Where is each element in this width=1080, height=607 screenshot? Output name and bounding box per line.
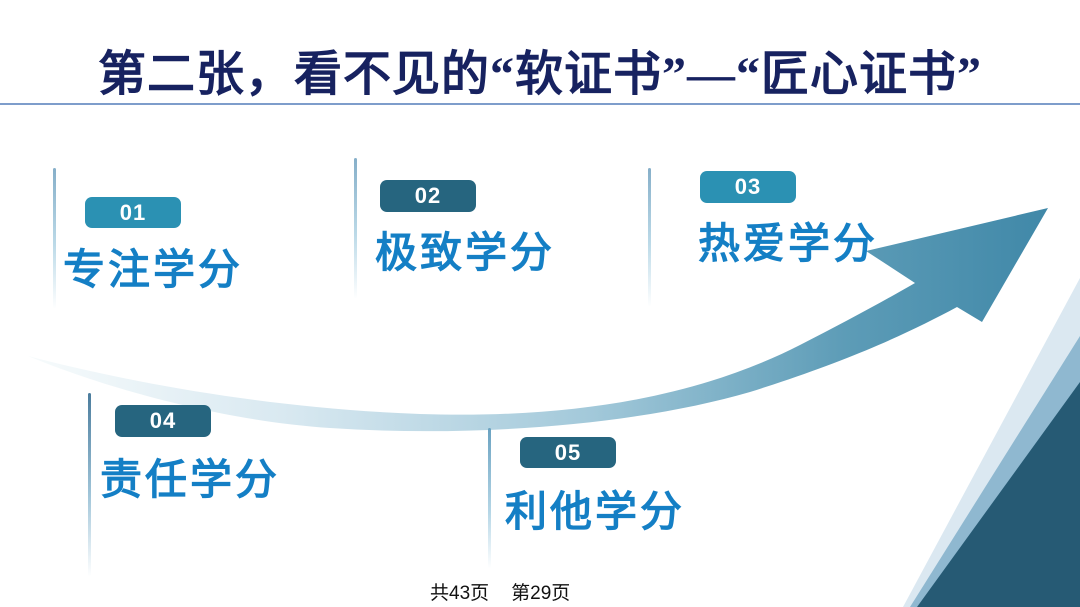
total-pages: 共43页 bbox=[430, 583, 490, 604]
item-label: 热爱学分 bbox=[698, 220, 879, 267]
current-page: 第29页 bbox=[511, 583, 571, 604]
item-label: 专注学分 bbox=[63, 246, 244, 293]
item-label: 责任学分 bbox=[100, 456, 281, 503]
item-number-badge: 01 bbox=[85, 197, 181, 228]
accent-line bbox=[354, 158, 357, 298]
page-footer: 共43页第29页 bbox=[430, 578, 570, 605]
item-number-badge: 02 bbox=[380, 180, 476, 212]
corner-triangle-dark-icon bbox=[917, 382, 1080, 607]
accent-line bbox=[53, 168, 56, 308]
accent-line bbox=[88, 393, 91, 576]
accent-line bbox=[488, 428, 491, 568]
growth-arrow-icon bbox=[28, 208, 1048, 432]
item-number-badge: 03 bbox=[700, 171, 796, 203]
title-divider bbox=[0, 103, 1080, 105]
item-number-badge: 04 bbox=[115, 405, 211, 437]
item-label: 极致学分 bbox=[375, 229, 556, 276]
slide-title: 第二张，看不见的“软证书”—“匠心证书” bbox=[97, 48, 982, 101]
item-number-badge: 05 bbox=[520, 437, 616, 468]
item-label: 利他学分 bbox=[505, 488, 686, 535]
accent-line bbox=[648, 168, 651, 306]
